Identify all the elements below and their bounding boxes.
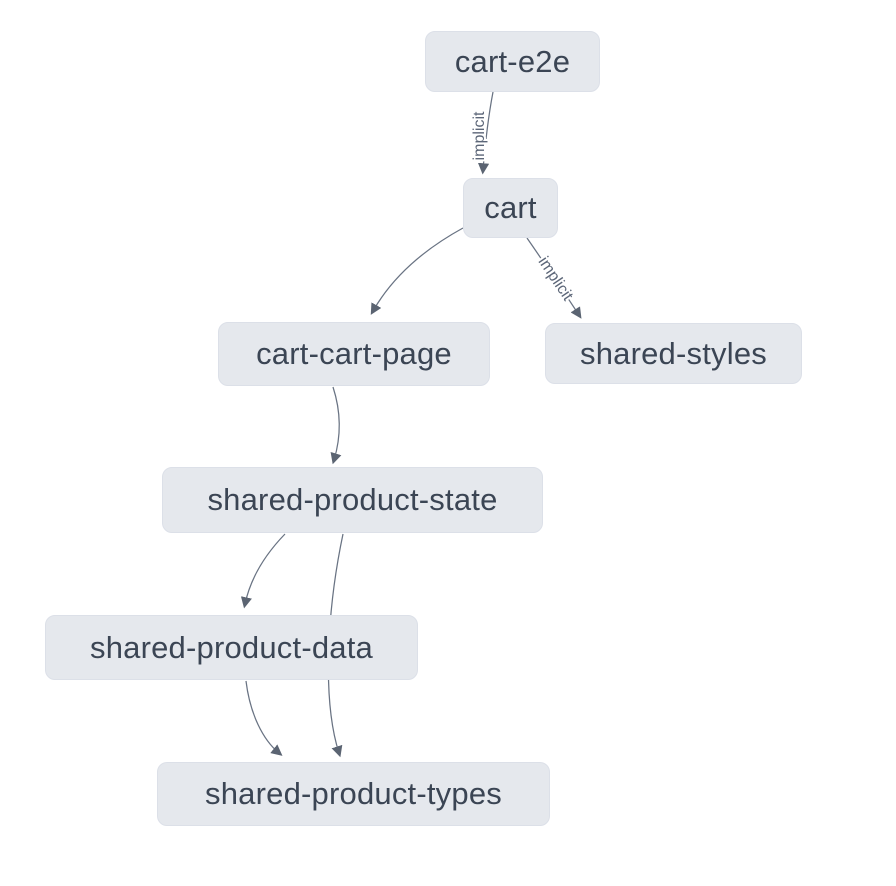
node-cart[interactable]: cart	[463, 178, 558, 238]
edge-cart-to-cart-cart-page	[370, 227, 464, 315]
edge-label-implicit-cart-e2e: implicit	[471, 111, 488, 160]
node-shared-product-state[interactable]: shared-product-state	[162, 467, 543, 533]
edge-shared-product-data-to-shared-product-types	[245, 680, 283, 756]
edge-shared-product-state-to-shared-product-data	[240, 533, 286, 609]
edge-cart-cart-page-to-shared-product-state	[330, 386, 342, 465]
node-cart-cart-page[interactable]: cart-cart-page	[218, 322, 490, 386]
node-shared-styles[interactable]: shared-styles	[545, 323, 802, 384]
edge-cart-e2e-to-cart	[477, 91, 494, 175]
edge-label-implicit-shared-styles: implicit	[535, 254, 577, 305]
node-shared-product-types[interactable]: shared-product-types	[157, 762, 550, 826]
node-shared-product-data[interactable]: shared-product-data	[45, 615, 418, 680]
node-cart-e2e[interactable]: cart-e2e	[425, 31, 600, 92]
edge-cart-to-shared-styles	[526, 237, 582, 319]
